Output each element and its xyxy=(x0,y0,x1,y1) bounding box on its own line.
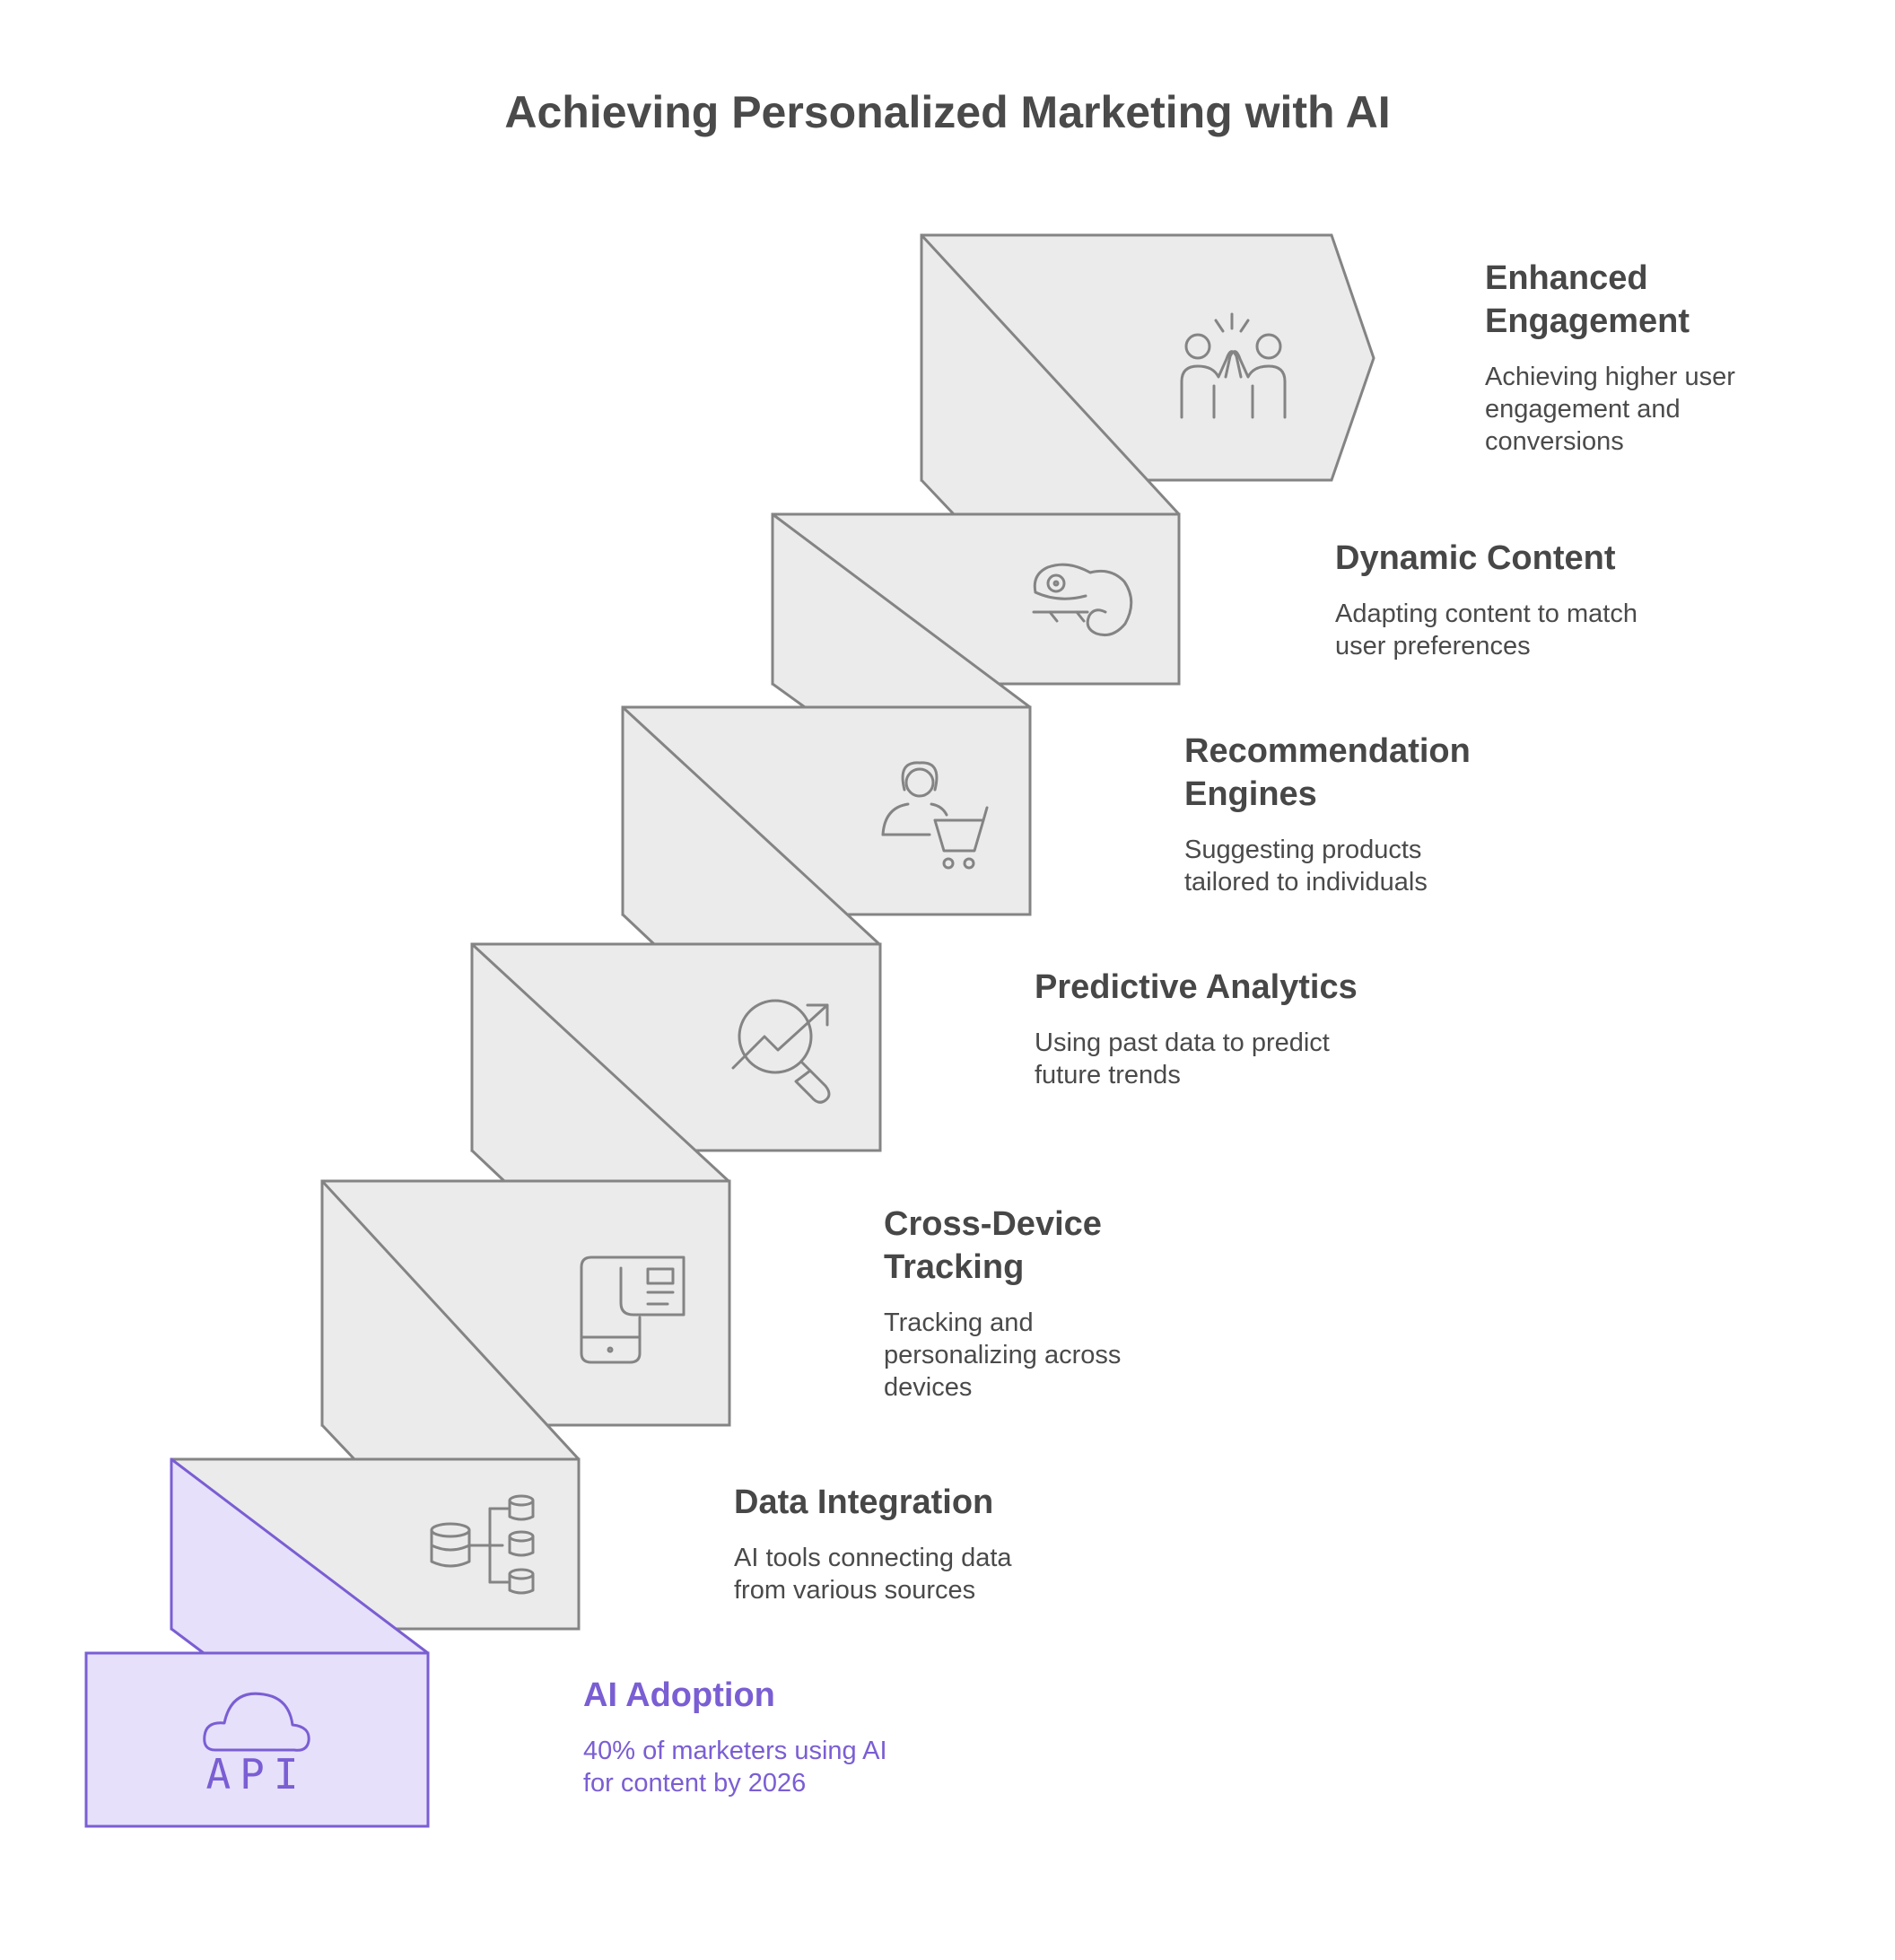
step-heading: Predictive Analytics xyxy=(1035,968,1358,1006)
shopper-cart-icon xyxy=(881,761,989,870)
step-heading: Data Integration xyxy=(734,1483,994,1521)
step-cross-device-tracking xyxy=(320,1179,731,1461)
step-description: AI tools connecting data from various so… xyxy=(734,1544,1012,1605)
step-description: Achieving higher user engagement and con… xyxy=(1485,363,1735,456)
step-description: 40% of marketers using AI for content by… xyxy=(583,1737,887,1798)
high-five-icon xyxy=(1180,312,1287,419)
step-heading: Recommendation Engines xyxy=(1184,732,1471,813)
cloud-api-icon-text: API xyxy=(205,1750,307,1798)
chameleon-icon xyxy=(1032,563,1133,637)
page-title: Achieving Personalized Marketing with AI xyxy=(504,87,1391,137)
step-description: Tracking and personalizing across device… xyxy=(884,1308,1122,1402)
step-predictive-analytics xyxy=(470,942,882,1183)
step-description: Using past data to predict future trends xyxy=(1035,1028,1330,1089)
step-data-integration xyxy=(170,1457,581,1655)
step-enhanced-engagement xyxy=(920,233,1375,516)
label-data-integration: Data Integration AI tools connecting dat… xyxy=(734,1481,1066,1606)
devices-icon xyxy=(580,1256,686,1364)
step-heading: Cross-Device Tracking xyxy=(884,1205,1102,1286)
label-cross-device-tracking: Cross-Device Tracking Tracking and perso… xyxy=(884,1203,1153,1404)
step-heading: AI Adoption xyxy=(583,1676,775,1714)
label-ai-adoption: AI Adoption 40% of marketers using AI fo… xyxy=(583,1674,924,1799)
cloud-api-icon: API xyxy=(203,1692,310,1798)
trend-magnifier-icon xyxy=(731,999,831,1104)
step-recommendation-engines xyxy=(621,705,1032,946)
label-enhanced-engagement: Enhanced Engagement Achieving higher use… xyxy=(1485,257,1781,458)
database-network-icon xyxy=(430,1494,535,1595)
step-heading: Enhanced Engagement xyxy=(1485,259,1690,340)
label-predictive-analytics: Predictive Analytics Using past data to … xyxy=(1035,966,1375,1091)
step-heading: Dynamic Content xyxy=(1335,539,1616,577)
label-dynamic-content: Dynamic Content Adapting content to matc… xyxy=(1335,537,1658,662)
step-ai-adoption: API xyxy=(84,1651,430,1828)
step-description: Suggesting products tailored to individu… xyxy=(1184,836,1428,897)
step-dynamic-content xyxy=(771,512,1181,709)
label-recommendation-engines: Recommendation Engines Suggesting produc… xyxy=(1184,730,1480,898)
step-description: Adapting content to match user preferenc… xyxy=(1335,599,1637,661)
